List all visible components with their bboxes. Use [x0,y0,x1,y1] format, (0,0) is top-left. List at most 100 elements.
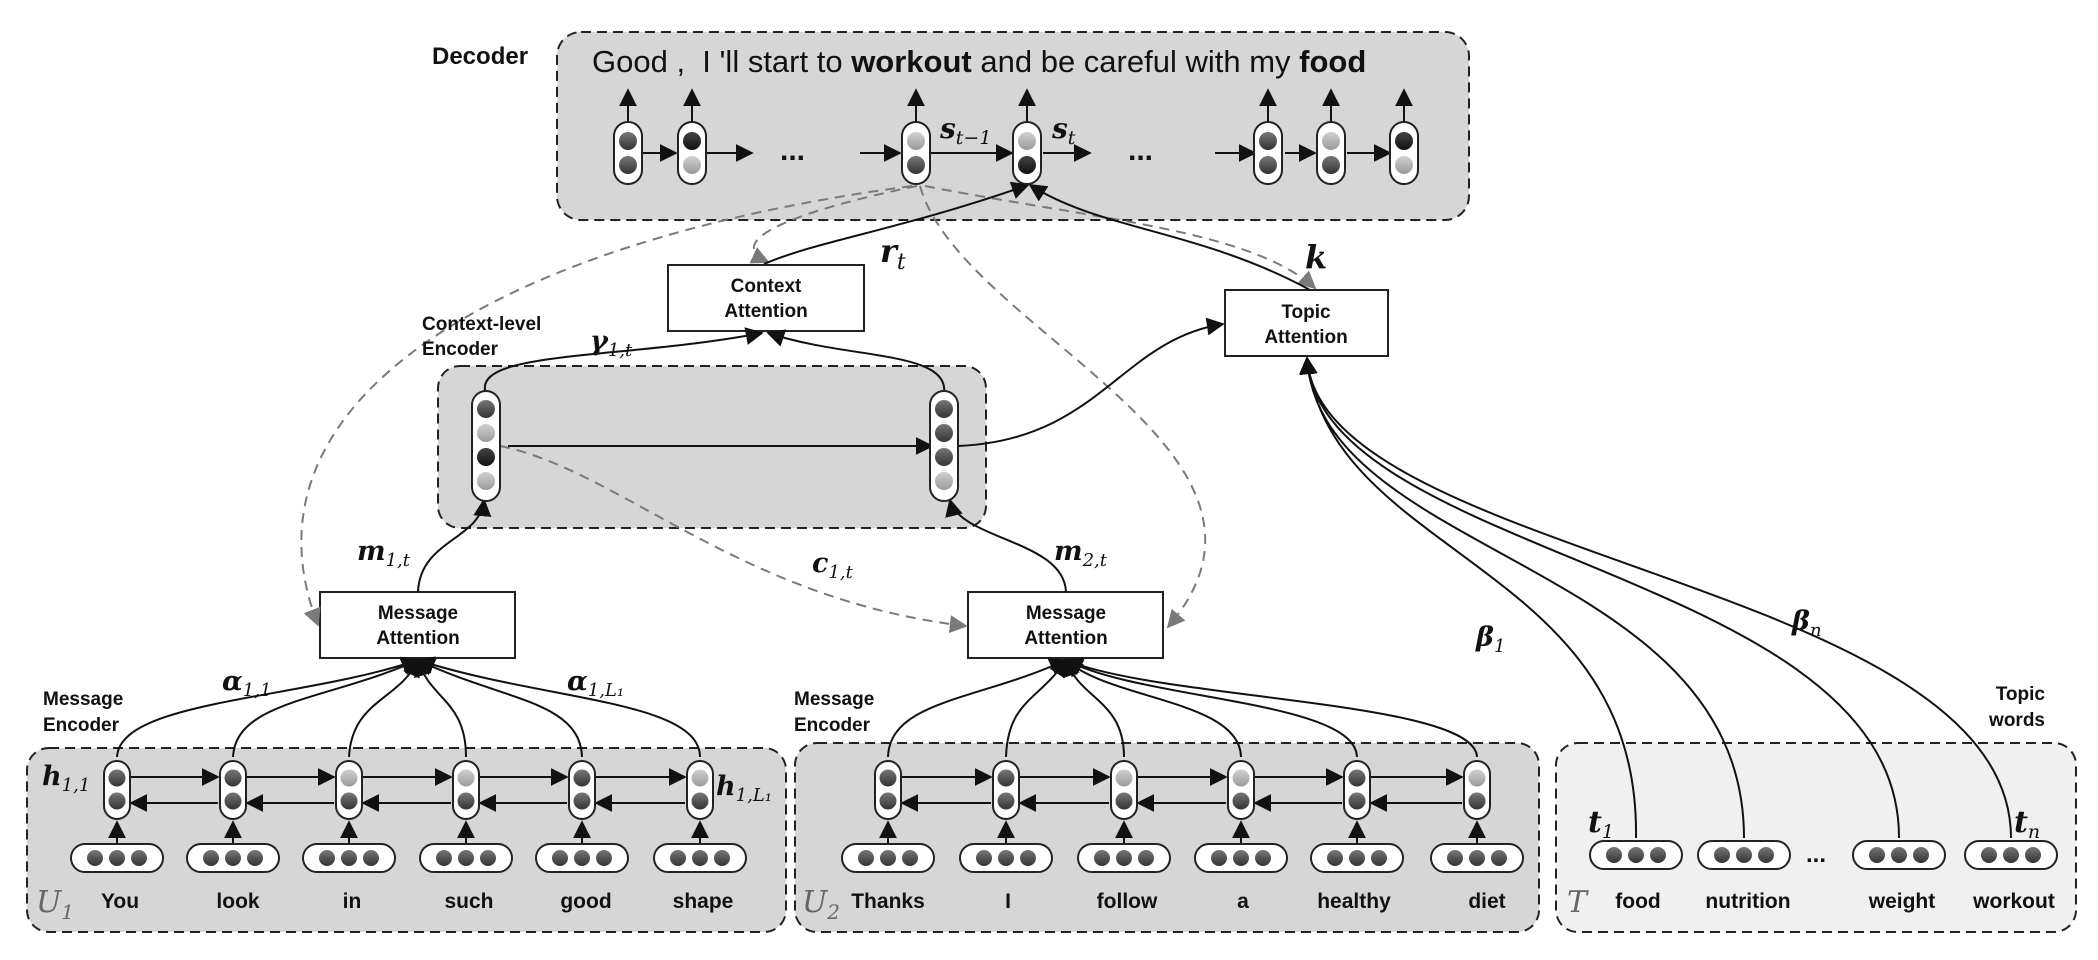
encoder-node [103,760,131,820]
encoder-node [1227,760,1255,820]
embedding [419,843,513,873]
decoder-nodes [613,121,1419,185]
embedding [535,843,629,873]
topic-word-label: workout [1972,890,2055,913]
symbol-r-t: rt [880,232,906,275]
decoder-output-sentence: Good , I 'll start to workout and be car… [592,44,1366,79]
utterance-label-u2: U2 [802,885,840,924]
message-attention-curves-u2 [887,658,1478,758]
symbol-h-1-1: h1,1 [42,761,90,796]
decoder-panel [556,31,1470,221]
embedding [959,843,1053,873]
symbol-m1: m1,t [357,536,411,571]
word-label: such [444,890,493,913]
word-label: You [101,890,139,913]
embedding [1430,843,1524,873]
decoder-output-arrows [619,88,1413,122]
symbol-gamma: γ1,t [590,326,633,361]
embedding [1310,843,1404,873]
decoder-node [1389,121,1419,185]
decoder-node [901,121,931,185]
symbol-beta-n: βn [1791,606,1822,641]
message-encoder-nodes-u1 [103,760,714,820]
utterance-label-u1: U1 [36,885,74,924]
message-attention-curves-u1 [116,656,701,758]
embedding [1697,840,1791,870]
embedding [1589,840,1683,870]
context-node [471,390,501,502]
decoder-title: Decoder [432,43,528,70]
topic-word-label: weight [1868,890,1936,913]
decoder-node [1316,121,1346,185]
state-s-t-minus-1: st−1 [939,112,991,149]
symbol-k: k [1305,238,1327,276]
encoder-node [568,760,596,820]
embedding [1077,843,1171,873]
symbol-alpha-1-L: α1,L₁ [567,666,624,701]
symbol-c1: c1,t [812,548,854,583]
word-label: in [343,890,362,913]
encoder-node [219,760,247,820]
decoder-ellipsis: ... [1128,134,1153,167]
embedding [1852,840,1946,870]
encoder-node [335,760,363,820]
message-encoder-nodes-u2 [874,760,1491,820]
word-label: diet [1468,890,1505,913]
embedding [302,843,396,873]
decoder-ellipsis: ... [780,134,805,167]
embedding [653,843,747,873]
decoder-node [1012,121,1042,185]
encoder-node [874,760,902,820]
embedding [1194,843,1288,873]
symbol-m2: m2,t [1054,536,1108,571]
word-label: healthy [1317,890,1391,913]
topic-ellipsis: ... [1806,841,1826,868]
sentence-part-bold: food [1299,44,1366,79]
dashed-state-arrows [300,185,1317,634]
decoder-node [1253,121,1283,185]
word-embeddings [70,840,2058,873]
decoder-node [677,121,707,185]
embedding [1964,840,2058,870]
decoder-node [613,121,643,185]
attention-connections [417,181,1311,593]
word-label: I [1005,890,1011,913]
encoder-node [992,760,1020,820]
encoder-node [452,760,480,820]
word-label: Thanks [851,890,925,913]
word-label: a [1237,890,1249,913]
symbol-beta-1: β1 [1475,622,1505,657]
word-label: follow [1097,890,1158,913]
symbol-t-n: tn [2014,805,2040,843]
message-attention-box-2 [967,591,1164,659]
symbol-h-1-L: h1,L₁ [716,771,772,806]
context-attention-box [667,264,865,332]
symbol-alpha-1-1: α1,1 [222,666,271,701]
word-label: look [216,890,259,913]
topic-word-label: nutrition [1705,890,1790,913]
topic-word-label: food [1615,890,1660,913]
context-encoder-nodes [471,390,959,502]
encoder-node [1110,760,1138,820]
embedding [70,843,164,873]
topic-words-panel [1555,742,2077,933]
symbol-t-1: t1 [1588,805,1614,843]
encoder-node [686,760,714,820]
topic-label-t: T [1567,885,1589,920]
embedding [186,843,280,873]
embedding-up-arrows [108,820,1486,846]
state-s-t: st [1051,112,1076,149]
topic-attention-curves [1299,356,2012,839]
encoder-node [1343,760,1371,820]
embedding [841,843,935,873]
word-label: shape [673,890,734,913]
context-node [929,390,959,502]
